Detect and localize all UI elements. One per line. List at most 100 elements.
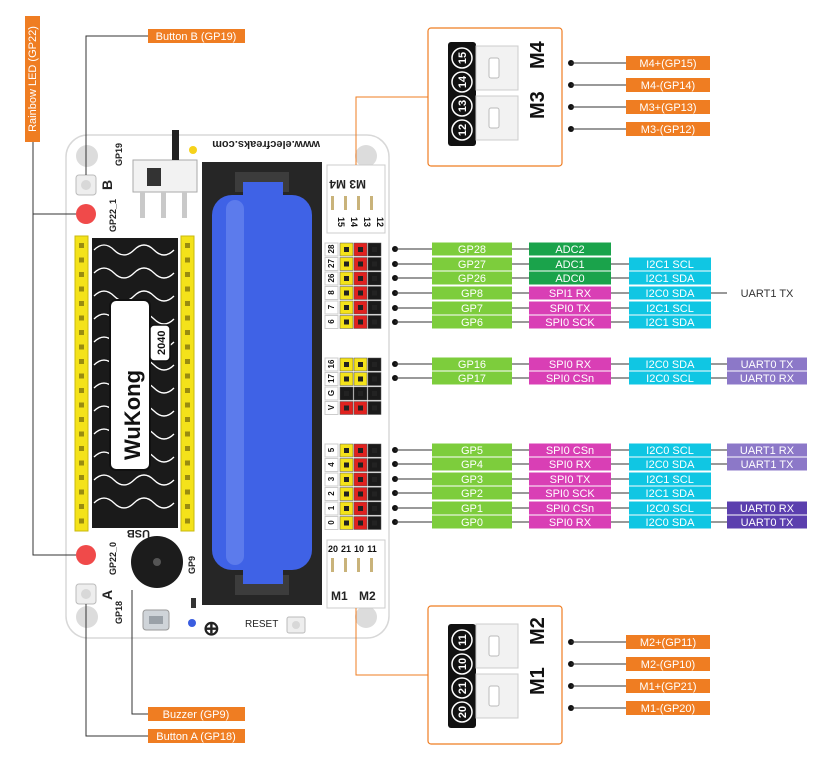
- pin-func2-text: I2C1 SDA: [646, 488, 696, 500]
- header-pin: [185, 330, 190, 335]
- header-pin-hole: [344, 305, 349, 310]
- pin-func1-text: SPI0 TX: [550, 474, 591, 486]
- header-pin: [79, 460, 84, 466]
- callout-m2p-text: M2+(GP11): [640, 637, 696, 649]
- pin-func2-text: I2C0 SDA: [646, 288, 696, 300]
- charge-icon: [191, 598, 196, 608]
- pin-func2-label: [629, 443, 711, 457]
- header-pin: [185, 417, 190, 422]
- pin-func1-text: SPI0 CSn: [546, 503, 594, 515]
- pin-func2-text: I2C1 SDA: [646, 273, 696, 285]
- header-pin-label-bg: [324, 357, 339, 372]
- header-pin-hole: [344, 448, 349, 453]
- pin-gp-label: [432, 271, 512, 285]
- pin-func1-label: [529, 242, 611, 256]
- pin-func2-text: I2C0 SDA: [646, 459, 696, 471]
- header-pin-label: 6: [327, 319, 336, 324]
- pin-func1-label: [529, 257, 611, 271]
- header-pin-label: 0: [327, 520, 336, 525]
- pin-func1-label: [529, 472, 611, 486]
- inset-bottom-leader: [355, 608, 428, 676]
- header-pin-hole: [344, 247, 349, 252]
- inset-bottom-pin-strip: [448, 624, 476, 728]
- inset-top-m4: M4: [527, 40, 549, 69]
- header-pin: [79, 446, 84, 451]
- header-pin-label-bg: [324, 401, 339, 415]
- header-pin-label: 1: [327, 505, 336, 510]
- inset-pin-badge: [451, 629, 473, 651]
- header-pin-hole: [358, 261, 363, 267]
- pin-func2-text: I2C0 SDA: [646, 359, 696, 371]
- header-pin-hole: [372, 506, 377, 511]
- motor-port-m3-m4: [326, 164, 386, 234]
- wave-line: [93, 474, 175, 486]
- header-pin: [185, 431, 190, 437]
- rainbow-led-1: [76, 204, 96, 224]
- motor-pin-prong: [344, 558, 347, 572]
- header-pin-label: 3: [327, 476, 336, 481]
- header-pin: [185, 518, 190, 524]
- inset-pin-badge: [451, 653, 473, 675]
- header-pin: [185, 286, 190, 292]
- pin-number: 14: [349, 217, 359, 227]
- logo-plate: [109, 299, 151, 471]
- header-pin-hole: [372, 405, 377, 411]
- battery-highlight: [226, 200, 244, 565]
- header-pin: [185, 373, 190, 379]
- header-pin-label-bg: [324, 372, 339, 386]
- pin-gp-label: [432, 443, 512, 457]
- header-pin-hole: [372, 261, 377, 267]
- header-pin-hole: [358, 247, 363, 252]
- pin-func1-text: ADC1: [555, 259, 584, 271]
- pin-func2-text: I2C0 SCL: [646, 445, 694, 457]
- header-pin: [185, 475, 190, 480]
- header-pin: [185, 272, 190, 277]
- inset-pin-number: 12: [457, 124, 469, 136]
- header-pin-hole: [344, 405, 349, 411]
- pin-number: 13: [362, 217, 372, 227]
- callout-m2p: [626, 635, 710, 649]
- rainbow-led-2: [76, 545, 96, 565]
- pin-gp-label: [432, 257, 512, 271]
- board: B GP19 GP22_1 WuKong 2040 USB GP22_0 A G…: [65, 130, 390, 640]
- pin-number: 20: [328, 544, 338, 554]
- callout-buzzer: [148, 707, 245, 721]
- pin-func1-label: [529, 271, 611, 285]
- pin-func2-label: [629, 515, 711, 529]
- mount-hole: [355, 606, 377, 628]
- header-pin-label: 28: [327, 244, 336, 253]
- inset-pin-badge: [451, 47, 473, 69]
- header-pin: [79, 475, 84, 480]
- header-pin-label-bg: [324, 472, 339, 487]
- header-pin-hole: [358, 405, 363, 411]
- header-pin-hole: [358, 506, 363, 511]
- header-pin: [185, 315, 190, 321]
- button-b-letter: B: [99, 180, 115, 190]
- header-pin-hole: [372, 376, 377, 382]
- pin-func1-label: [529, 301, 611, 315]
- power-switch[interactable]: [132, 159, 198, 193]
- wave-line: [93, 244, 175, 256]
- callout-m1n-text: M1-(GP20): [641, 703, 695, 715]
- pin-func3-text: UART1 TX: [741, 288, 794, 300]
- header-pin: [79, 330, 84, 335]
- header-pin-hole: [358, 290, 363, 296]
- logo-sub: 2040: [156, 331, 168, 355]
- inset-top-leader: [355, 96, 428, 165]
- inset-bottom-m2: M2: [527, 617, 549, 645]
- pin-func2-text: I2C0 SCL: [646, 503, 694, 515]
- pin-gp-label: [432, 515, 512, 529]
- pin-gp-text: GP0: [461, 517, 483, 529]
- header-pin-label: V: [327, 404, 336, 410]
- header-pin: [79, 373, 84, 379]
- pin-func1-text: SPI1 RX: [549, 288, 592, 300]
- socket-latch-icon: [488, 635, 500, 657]
- plus-terminal-icon: ⊕: [203, 618, 220, 640]
- pin-func3-text: UART0 RX: [740, 503, 795, 515]
- header-pin-hole: [344, 319, 349, 325]
- wukong-logo: WuKong: [120, 370, 145, 460]
- header-pin: [185, 344, 190, 350]
- header-pin: [185, 446, 190, 451]
- charge-led: [188, 619, 196, 627]
